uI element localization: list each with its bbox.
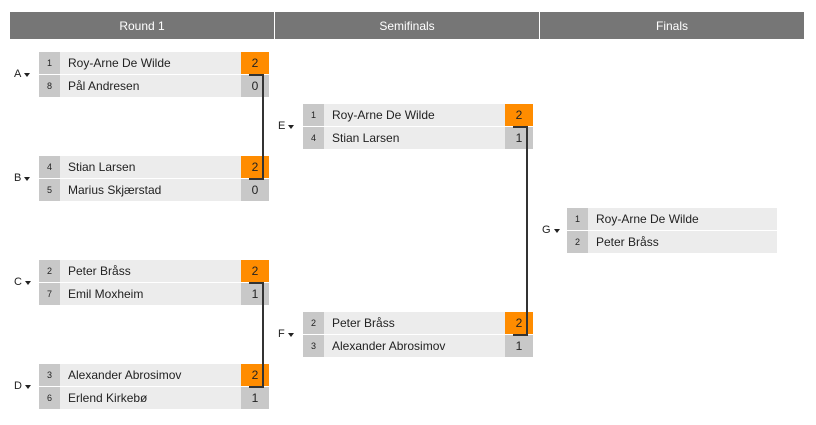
seed-badge: 4 (39, 156, 60, 178)
seed-badge: 3 (39, 364, 60, 386)
connector-f-g (513, 334, 527, 336)
match-label-text: F (278, 328, 285, 340)
score: 1 (505, 127, 533, 149)
score: 1 (505, 335, 533, 357)
seed-badge: 4 (303, 127, 324, 149)
score-winner: 2 (505, 312, 533, 334)
player-name: Erlend Kirkebø (60, 387, 241, 409)
connector-ab-vertical (262, 74, 264, 180)
score-winner: 2 (241, 260, 269, 282)
match-label-text: G (542, 224, 551, 236)
seed-badge: 3 (303, 335, 324, 357)
match-label-g[interactable]: G (542, 224, 560, 236)
match-label-text: D (14, 380, 22, 392)
player-name: Pål Andresen (60, 75, 241, 97)
player-name: Peter Bråss (324, 312, 505, 334)
seed-badge: 2 (567, 231, 588, 253)
round-header-1: Round 1 (10, 12, 274, 39)
score: 0 (241, 179, 269, 201)
match-label-text: B (14, 172, 22, 184)
score: 1 (241, 387, 269, 409)
connector-a-e (249, 74, 263, 76)
round-header-finals: Finals (540, 12, 804, 39)
connector-ef-vertical (526, 126, 528, 336)
connector-b-e (249, 178, 263, 180)
player-name: Marius Skjærstad (60, 179, 241, 201)
player-name: Alexander Abrosimov (324, 335, 505, 357)
match-label-f[interactable]: F (278, 328, 294, 340)
seed-badge: 7 (39, 283, 60, 305)
seed-badge: 2 (303, 312, 324, 334)
seed-badge: 1 (567, 208, 588, 230)
caret-down-icon[interactable] (287, 332, 294, 337)
connector-c-f (249, 282, 263, 284)
player-name: Roy-Arne De Wilde (60, 52, 241, 74)
score-winner: 2 (505, 104, 533, 126)
caret-down-icon[interactable] (24, 384, 31, 389)
player-name: Peter Bråss (60, 260, 241, 282)
player-name: Stian Larsen (324, 127, 505, 149)
caret-down-icon[interactable] (24, 176, 31, 181)
player-name: Peter Bråss (588, 231, 777, 253)
round-header-semifinals: Semifinals (275, 12, 539, 39)
player-name: Roy-Arne De Wilde (588, 208, 777, 230)
match-label-e[interactable]: E (278, 120, 295, 132)
match-label-b[interactable]: B (14, 172, 31, 184)
score: 0 (241, 75, 269, 97)
match-label-text: C (14, 276, 22, 288)
seed-badge: 1 (303, 104, 324, 126)
seed-badge: 6 (39, 387, 60, 409)
caret-down-icon[interactable] (288, 124, 295, 129)
player-name: Roy-Arne De Wilde (324, 104, 505, 126)
caret-down-icon[interactable] (24, 280, 31, 285)
player-name: Stian Larsen (60, 156, 241, 178)
match-label-text: E (278, 120, 286, 132)
match-label-text: A (14, 68, 22, 80)
connector-e-g (513, 126, 527, 128)
match-label-a[interactable]: A (14, 68, 31, 80)
caret-down-icon[interactable] (24, 72, 31, 77)
match-label-d[interactable]: D (14, 380, 31, 392)
player-name: Emil Moxheim (60, 283, 241, 305)
score: 1 (241, 283, 269, 305)
seed-badge: 2 (39, 260, 60, 282)
score-winner: 2 (241, 156, 269, 178)
connector-d-f (249, 386, 263, 388)
match-label-c[interactable]: C (14, 276, 31, 288)
seed-badge: 8 (39, 75, 60, 97)
seed-badge: 5 (39, 179, 60, 201)
player-name: Alexander Abrosimov (60, 364, 241, 386)
connector-cd-vertical (262, 282, 264, 388)
score-winner: 2 (241, 364, 269, 386)
caret-down-icon[interactable] (553, 228, 560, 233)
score-winner: 2 (241, 52, 269, 74)
seed-badge: 1 (39, 52, 60, 74)
